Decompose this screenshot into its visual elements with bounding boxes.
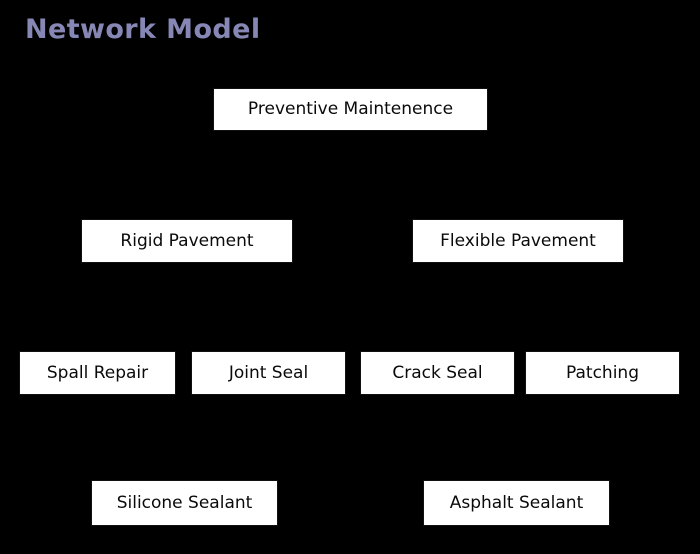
connector-preventive-maintenence-to-rigid-pavement xyxy=(186,174,352,176)
page-title: Network Model xyxy=(25,14,261,45)
connector-rigid-pavement-to-spall-repair xyxy=(96,306,188,308)
connector-flexible-pavement-to-patching xyxy=(601,307,604,351)
connector-joint-seal-to-silicone-sealant xyxy=(267,395,270,438)
connector-flexible-pavement-to-crack-seal xyxy=(436,307,439,351)
connector-rigid-pavement-to-joint-seal xyxy=(186,306,270,308)
connector-crack-seal-to-asphalt-sealant xyxy=(515,437,518,480)
node-flexible-pavement[interactable]: Flexible Pavement xyxy=(412,219,624,263)
connector-rigid-pavement-to-joint-seal xyxy=(186,263,188,307)
connector-flexible-pavement-to-patching xyxy=(517,306,604,308)
node-joint-seal[interactable]: Joint Seal xyxy=(191,351,346,395)
node-silicone-sealant[interactable]: Silicone Sealant xyxy=(91,480,278,526)
connector-rigid-pavement-to-spall-repair xyxy=(96,307,99,351)
node-asphalt-sealant[interactable]: Asphalt Sealant xyxy=(423,480,610,526)
connector-joint-seal-to-silicone-sealant xyxy=(183,437,186,480)
connector-flexible-pavement-to-patching xyxy=(517,263,519,307)
node-patching[interactable]: Patching xyxy=(525,351,680,395)
connector-preventive-maintenence-to-flexible-pavement xyxy=(517,175,519,219)
connector-crack-seal-to-asphalt-sealant xyxy=(436,436,518,439)
connector-preventive-maintenence-to-flexible-pavement xyxy=(349,131,352,175)
connector-preventive-maintenence-to-rigid-pavement xyxy=(186,175,188,219)
connector-crack-seal-to-asphalt-sealant xyxy=(436,395,439,438)
connector-rigid-pavement-to-joint-seal xyxy=(267,307,270,351)
node-spall-repair[interactable]: Spall Repair xyxy=(19,351,176,395)
connector-joint-seal-to-silicone-sealant xyxy=(183,436,270,439)
node-crack-seal[interactable]: Crack Seal xyxy=(360,351,515,395)
node-rigid-pavement[interactable]: Rigid Pavement xyxy=(81,219,293,263)
connector-flexible-pavement-to-crack-seal xyxy=(436,306,519,308)
node-preventive-maintenence[interactable]: Preventive Maintenence xyxy=(213,88,488,131)
connector-preventive-maintenence-to-flexible-pavement xyxy=(349,174,519,176)
